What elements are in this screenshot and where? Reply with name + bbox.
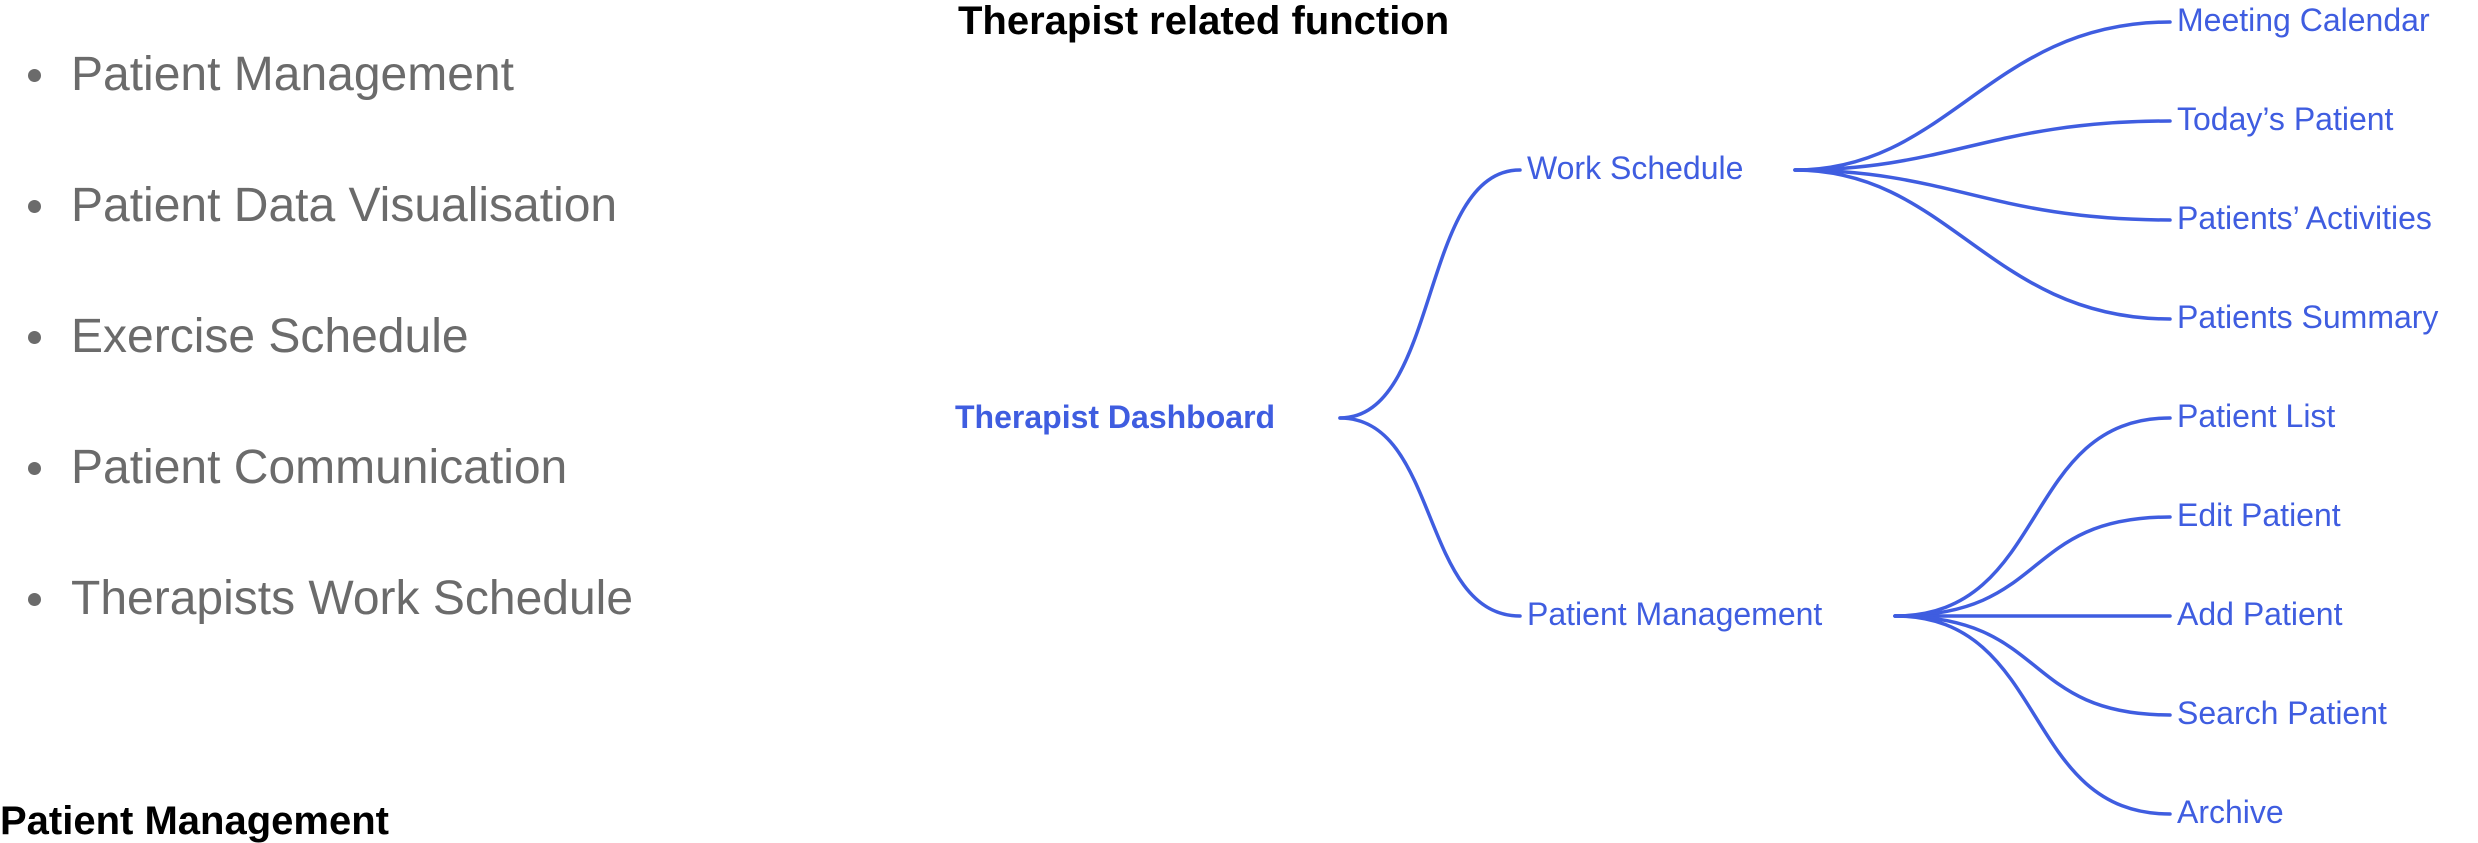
mindmap-branch-work-schedule: Work Schedule [1527, 150, 1744, 186]
connector-meeting-calendar [1793, 20, 2172, 172]
connector-todays-patient [1793, 119, 2172, 172]
connector-patients-activities [1793, 168, 2172, 222]
mindmap-root-node: Therapist Dashboard [955, 399, 1276, 435]
connector-root-work-schedule [1338, 168, 1522, 420]
mindmap-leaf-patients-summary: Patients Summary [2177, 299, 2439, 335]
bullet-dot-icon [28, 330, 41, 344]
bullet-text: Therapists Work Schedule [71, 572, 634, 625]
section-heading-patient-management: Patient Management [0, 799, 389, 843]
mindmap-leaf-search-patient: Search Patient [2177, 695, 2387, 731]
bullet-dot-icon [28, 461, 41, 475]
mindmap-leaf-patient-list: Patient List [2177, 398, 2336, 434]
bullet-text: Patient Management [71, 48, 514, 101]
mindmap-leaf-meeting-calendar: Meeting Calendar [2177, 2, 2430, 38]
mindmap-branch-patient-management: Patient Management [1527, 596, 1823, 632]
mindmap-leaf-todays-patient: Today’s Patient [2177, 101, 2394, 137]
bullet-dot-icon [28, 199, 41, 213]
connector-edit-patient [1893, 515, 2172, 618]
bullet-dot-icon [28, 68, 41, 82]
bullet-text: Patient Data Visualisation [71, 179, 618, 232]
mindmap-leaf-add-patient: Add Patient [2177, 596, 2343, 632]
bullet-text: Patient Communication [71, 441, 568, 494]
connector-archive [1893, 614, 2172, 816]
connector-search-patient [1893, 614, 2172, 717]
connector-root-patient-management [1338, 416, 1522, 618]
connector-patient-list [1893, 416, 2172, 618]
mindmap-leaf-patients-activities: Patients’ Activities [2177, 200, 2432, 236]
mindmap-leaf-edit-patient: Edit Patient [2177, 497, 2341, 533]
connector-patients-summary [1793, 168, 2172, 321]
section-heading-therapist-function: Therapist related function [958, 0, 1450, 43]
bullet-text: Exercise Schedule [71, 310, 469, 363]
bullet-dot-icon [28, 592, 41, 606]
mindmap-leaf-archive: Archive [2177, 794, 2284, 830]
